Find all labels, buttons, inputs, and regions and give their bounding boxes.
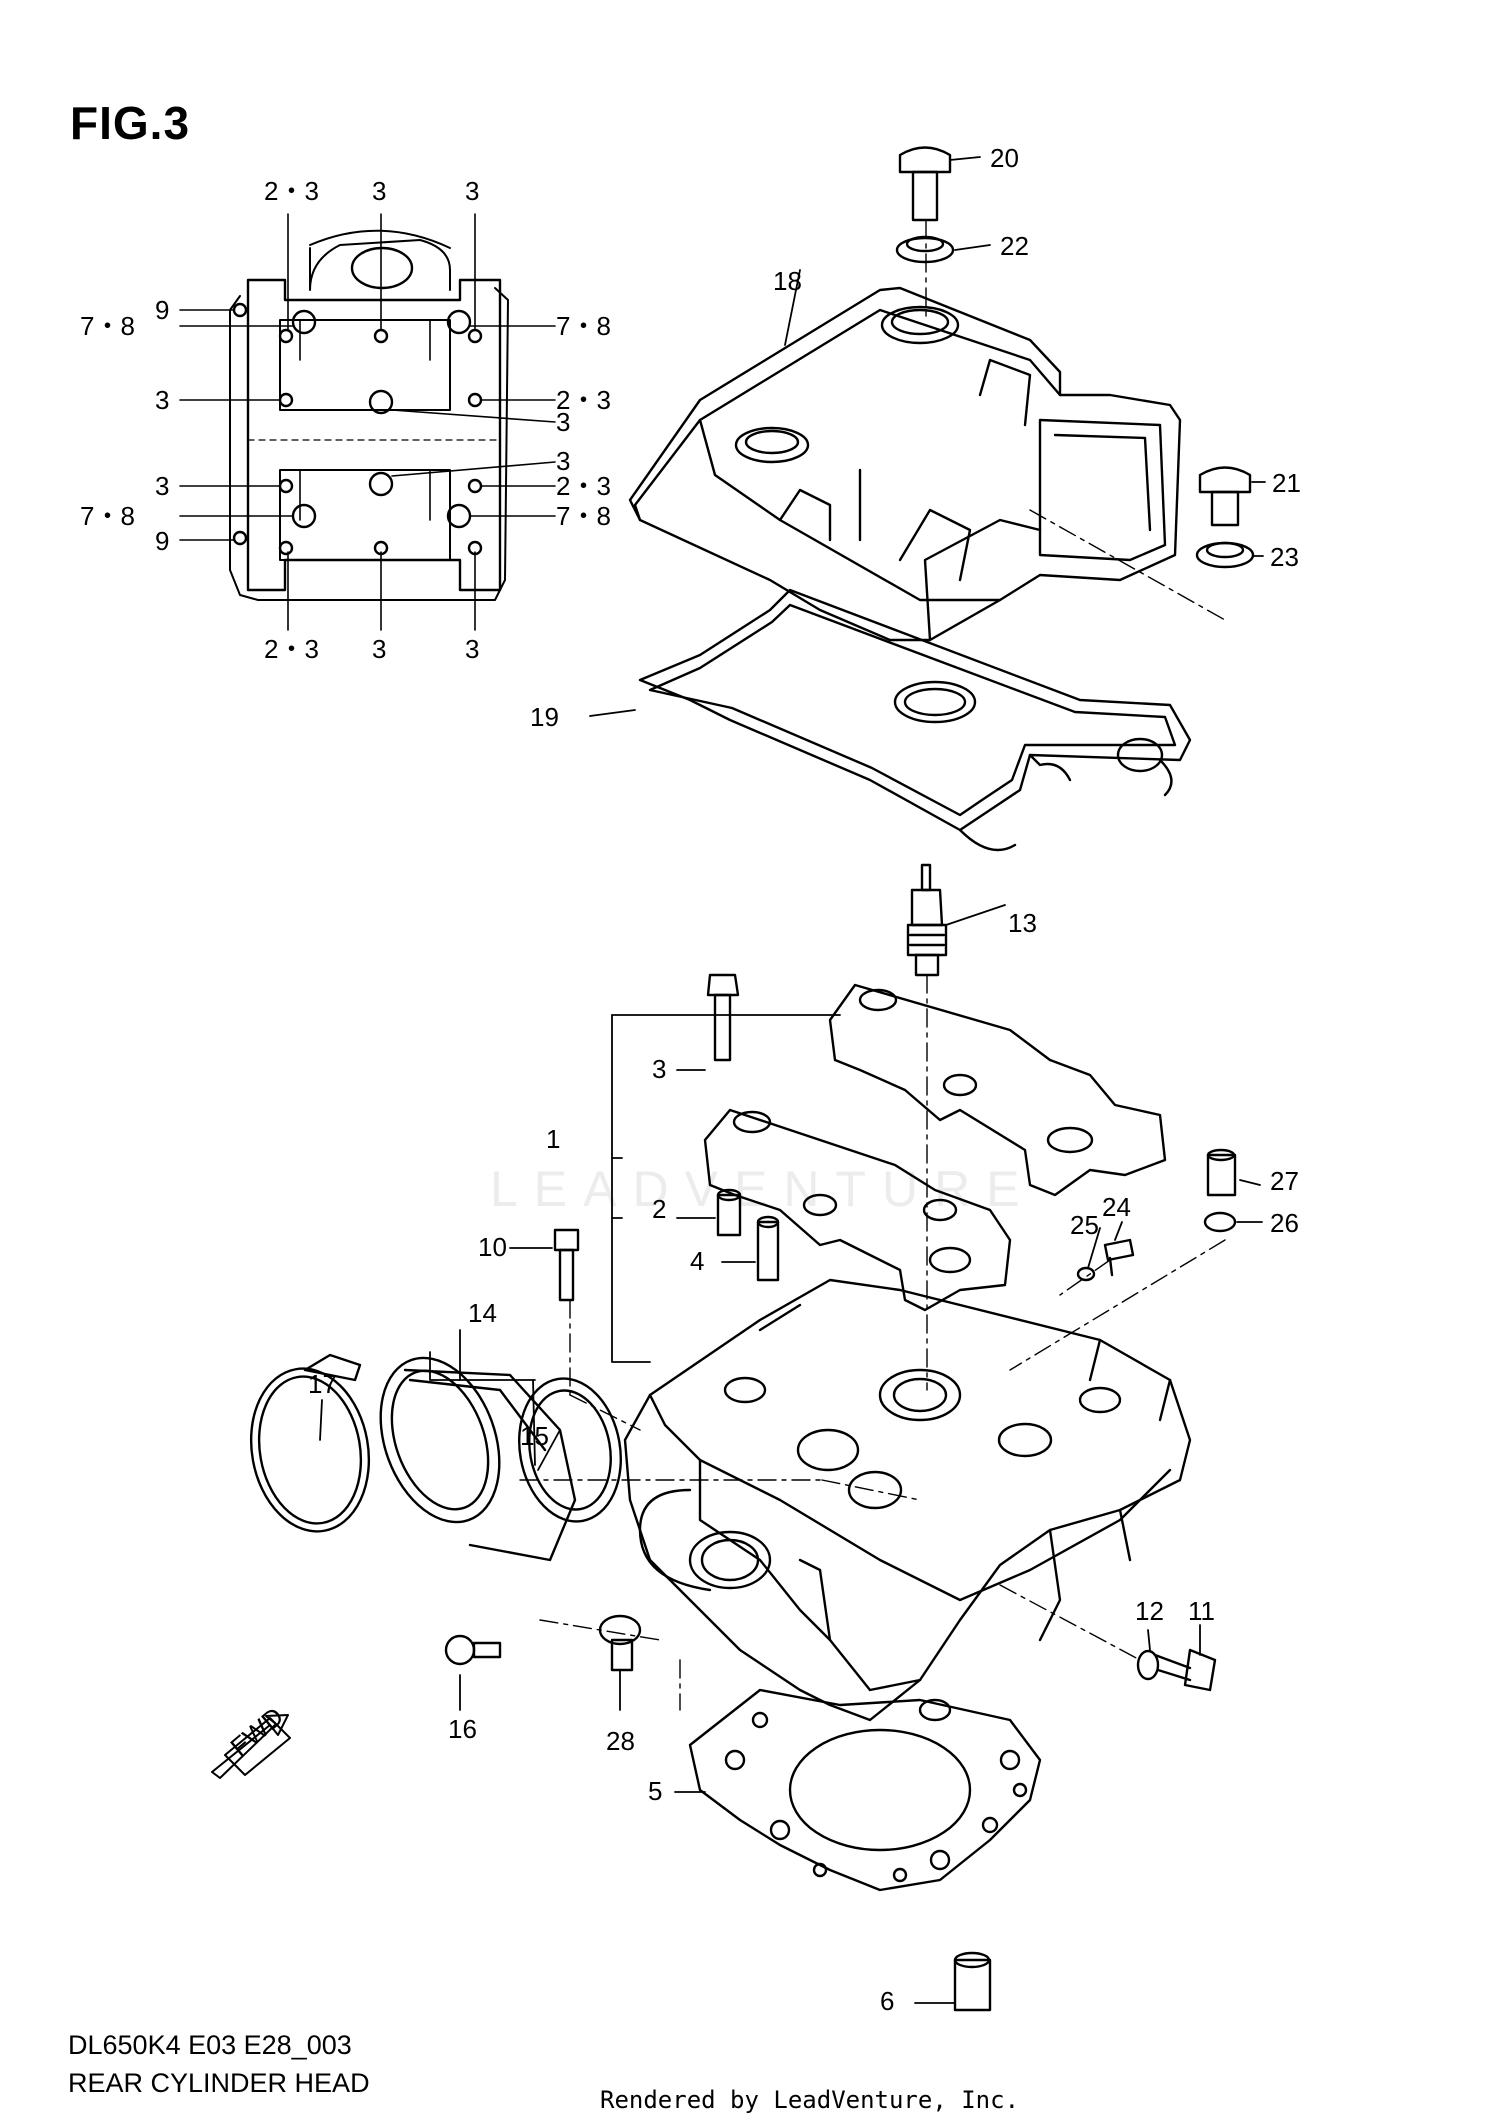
callout-3: 3 (652, 1054, 666, 1084)
map-label: 7・8 (80, 501, 135, 531)
map-label: 3 (372, 176, 386, 206)
o-ring (517, 1377, 623, 1523)
map-label: 2・3 (264, 634, 319, 664)
cover-gasket (638, 588, 1192, 852)
leader-lines (319, 156, 1266, 2004)
callout-numbers: 1 2 3 4 5 6 10 11 12 13 14 15 16 17 18 1… (308, 143, 1301, 2016)
dowel-2 (716, 1188, 742, 1237)
grommet-22 (895, 235, 955, 264)
cylinder-head (623, 1278, 1192, 1722)
pipe-27 (1206, 1148, 1237, 1197)
bolt-21 (1198, 466, 1252, 527)
screw-16 (444, 1634, 502, 1666)
map-label: 3 (556, 446, 570, 476)
callout-4: 4 (690, 1246, 704, 1276)
callout-5: 5 (648, 1776, 662, 1806)
callout-26: 26 (1270, 1208, 1299, 1238)
callout-6: 6 (880, 1986, 894, 2016)
callout-28: 28 (606, 1726, 635, 1756)
map-label: 7・8 (80, 311, 135, 341)
callout-13: 13 (1008, 908, 1037, 938)
map-label: 3 (556, 407, 570, 437)
bolt-20 (898, 146, 952, 222)
dowel-6 (953, 1951, 992, 2012)
part-title: REAR CYLINDER HEAD (68, 2068, 370, 2098)
callout-25: 25 (1070, 1210, 1099, 1240)
callout-27: 27 (1270, 1166, 1299, 1196)
map-label: 3 (465, 634, 479, 664)
spark-plug (906, 863, 948, 977)
map-label: 2・3 (264, 176, 319, 206)
callout-24: 24 (1102, 1192, 1131, 1222)
intake-pipe (379, 1356, 577, 1562)
map-label: 3 (372, 634, 386, 664)
plug-4 (756, 1215, 780, 1282)
callout-15: 15 (520, 1421, 549, 1451)
callout-22: 22 (1000, 231, 1029, 261)
callout-2: 2 (652, 1194, 666, 1224)
map-label: 2・3 (556, 385, 611, 415)
map-label: 9 (155, 526, 169, 556)
callout-11: 11 (1188, 1596, 1215, 1626)
washer-26 (1203, 1211, 1237, 1233)
head-gasket (688, 1688, 1042, 1892)
bolt-tightening-map (179, 213, 556, 631)
render-credit: Rendered by LeadVenture, Inc. (600, 2086, 1020, 2114)
map-label: 7・8 (556, 501, 611, 531)
callout-18: 18 (773, 266, 802, 296)
bolt-3 (706, 973, 740, 1062)
callout-17: 17 (308, 1369, 337, 1399)
camshaft-holders (703, 983, 1167, 1312)
bolt-10 (553, 1228, 580, 1302)
callout-23: 23 (1270, 542, 1299, 572)
map-label: 9 (155, 295, 169, 325)
map-label: 3 (465, 176, 479, 206)
callout-1: 1 (546, 1124, 560, 1154)
callout-14: 14 (468, 1298, 497, 1328)
callout-16: 16 (448, 1714, 477, 1744)
dashed-alignment-lines (519, 219, 1226, 1711)
figure-title: FIG.3 (70, 97, 191, 149)
cylinder-head-cover (628, 286, 1182, 642)
map-label: 3 (155, 385, 169, 415)
washer-12 (1136, 1649, 1160, 1681)
grommet-23 (1195, 541, 1255, 569)
callout-12: 12 (1135, 1596, 1164, 1626)
map-label: 7・8 (556, 311, 611, 341)
model-code: DL650K4 E03 E28_003 (68, 2030, 352, 2060)
hose-clamp (249, 1353, 371, 1533)
map-label: 3 (155, 471, 169, 501)
callout-19: 19 (530, 702, 559, 732)
gasket-map-labels: 2・3 3 3 9 7・8 3 3 7・8 9 7・8 2・3 3 3 2・3 … (80, 176, 611, 664)
callout-21: 21 (1272, 468, 1301, 498)
map-label: 2・3 (556, 471, 611, 501)
callout-10: 10 (478, 1232, 507, 1262)
o-ring-25 (1076, 1266, 1096, 1282)
bolt-11 (1153, 1648, 1217, 1692)
fwd-arrow-icon (211, 1714, 291, 1779)
stud-24 (1103, 1238, 1135, 1277)
callout-20: 20 (990, 143, 1019, 173)
plug-28 (598, 1614, 642, 1672)
